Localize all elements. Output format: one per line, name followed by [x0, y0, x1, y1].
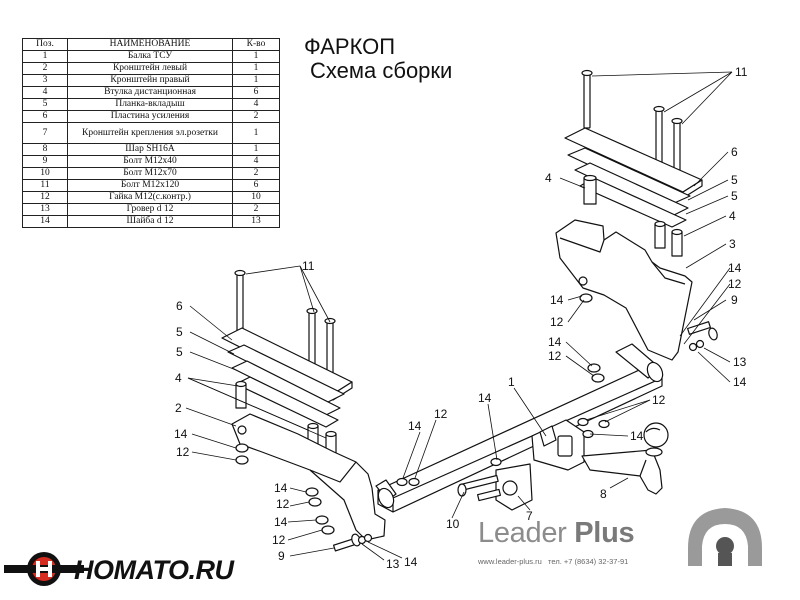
callout-label: 14 — [174, 427, 188, 441]
callout-label: 9 — [731, 293, 738, 307]
callout-label: 14 — [728, 261, 742, 275]
brand-phone: тел. +7 (8634) 32-37-91 — [548, 557, 629, 566]
callout-label: 14 — [733, 375, 747, 389]
diagram-title: ФАРКОП — [304, 34, 396, 59]
callout-label: 12 — [652, 393, 666, 407]
leader-plus-contact: www.leader-plus.ru тел. +7 (8634) 32-37-… — [478, 557, 628, 566]
callout-label: 11 — [735, 65, 748, 79]
callout-label: 6 — [176, 299, 183, 313]
callout-label: 6 — [731, 145, 738, 159]
callout-label: 2 — [175, 401, 182, 415]
callout-label: 3 — [729, 237, 736, 251]
callout-label: 12 — [176, 445, 190, 459]
callout-label: 14 — [274, 481, 288, 495]
callout-label: 14 — [404, 555, 418, 569]
callout-label: 1 — [508, 375, 515, 389]
homato-brand: HOMATO.RU — [74, 555, 234, 585]
homato-logo-icon — [4, 552, 84, 586]
tow-beam — [375, 343, 664, 513]
diagram-subtitle: Схема сборки — [310, 58, 453, 83]
callout-label: 14 — [550, 293, 564, 307]
bolt-m12x120-left-group — [234, 269, 336, 377]
callout-label: 12 — [548, 349, 562, 363]
callout-label: 4 — [175, 371, 182, 385]
callout-label: 5 — [176, 325, 183, 339]
callout-label: 13 — [733, 355, 747, 369]
part-quantity: 13 — [232, 215, 280, 228]
part-quantity: 1 — [232, 122, 280, 144]
brand-name-bold: Plus — [574, 517, 635, 549]
callout-label: 13 — [386, 557, 400, 571]
callout-label: 14 — [274, 515, 288, 529]
bracket-right — [555, 219, 693, 361]
brand-website: www.leader-plus.ru — [478, 557, 542, 566]
callout-label: 12 — [272, 533, 286, 547]
parts-table-header: Поз. НАИМЕНОВАНИЕ К-во — [22, 38, 280, 51]
callout-label: 9 — [278, 549, 285, 563]
callout-label: 14 — [548, 335, 562, 349]
callout-label: 12 — [728, 277, 742, 291]
callout-label: 8 — [600, 487, 607, 501]
callout-label: 12 — [276, 497, 290, 511]
leader-plus-logo-icon — [688, 508, 762, 566]
callout-label: 4 — [545, 171, 552, 185]
callout-label: 12 — [434, 407, 448, 421]
callout-label: 10 — [446, 517, 460, 531]
tow-ball — [581, 449, 663, 495]
bracket-left — [231, 413, 386, 541]
callout-label: 14 — [478, 391, 492, 405]
brand-name-light: Leader — [478, 517, 567, 549]
callout-label: 5 — [731, 173, 738, 187]
callout-label: 14 — [630, 429, 644, 443]
leader-plus-brand: Leader Plus — [478, 517, 635, 550]
callout-label: 14 — [408, 419, 422, 433]
callout-label: 11 — [302, 259, 315, 273]
callout-label: 12 — [550, 315, 564, 329]
callout-label: 7 — [526, 509, 533, 523]
callout-label: 5 — [731, 189, 738, 203]
callout-label: 4 — [729, 209, 736, 223]
callout-label: 5 — [176, 345, 183, 359]
